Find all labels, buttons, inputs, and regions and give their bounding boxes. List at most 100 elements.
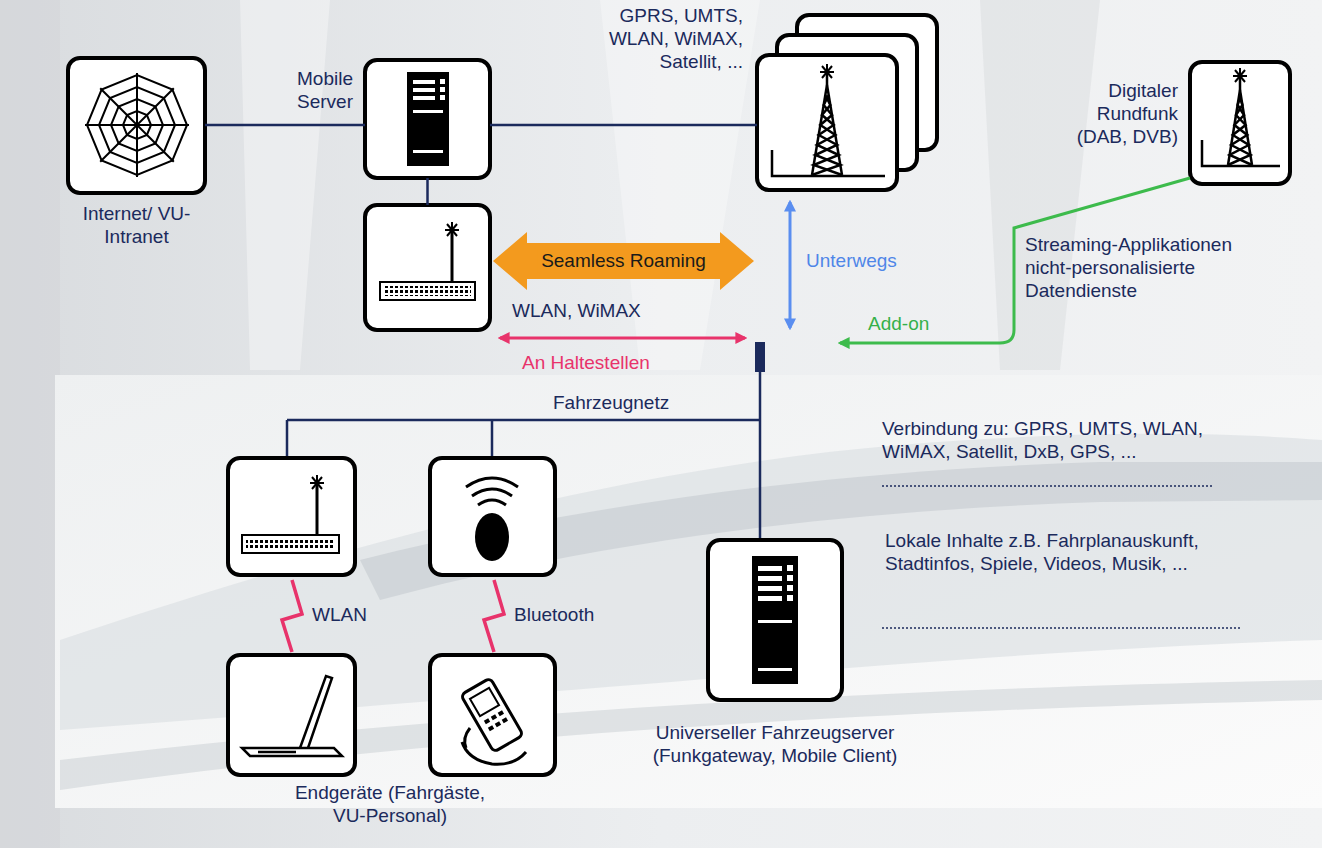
train-panel: [55, 375, 1322, 808]
vehicle-access-point-icon: [316, 475, 318, 490]
status-arrows: [755, 342, 765, 372]
access-point-box: WLAN, WiMAX: [365, 205, 490, 330]
access-point-icon: [380, 282, 475, 300]
link-line: [426, 178, 429, 205]
internet-icon: [123, 111, 151, 139]
vehicle-server-icon: [758, 586, 782, 591]
phone-icon: [462, 742, 526, 764]
server-icon: [440, 79, 445, 84]
phone-icon: [502, 717, 508, 723]
laptop-icon: [242, 748, 342, 756]
internet-icon: [68, 58, 205, 193]
annotation-label: Streaming-Applikationen nicht-personalis…: [1025, 234, 1265, 302]
annotation-label: Endgeräte (Fahrgäste, VU-Personal): [280, 782, 500, 828]
broadcast-tower-icon: [1233, 68, 1247, 83]
vehicle-access-point-icon: [310, 475, 324, 490]
vehicle-server-icon: [787, 595, 793, 601]
internet-icon: [85, 73, 189, 177]
bluetooth-module-icon: [475, 513, 509, 561]
phone-icon: [484, 718, 490, 724]
access-point-icon: [451, 230, 454, 282]
internet-icon: [87, 75, 187, 175]
vehicle-server-icon: [787, 575, 793, 581]
background: [240, 0, 330, 370]
wireless-zigzags: [282, 580, 504, 652]
phone-icon: [465, 728, 470, 748]
laptop-icon: [258, 751, 296, 754]
radio-tower-icon: [820, 64, 834, 79]
wireless-zigzags: [484, 580, 504, 652]
annotation-label: Lokale Inhalte z.B. Fahrplanauskunft, St…: [885, 530, 1260, 576]
access-point-icon: [445, 222, 459, 237]
bluetooth-module-icon: [478, 500, 506, 505]
phone-icon: [488, 725, 494, 731]
vehicle-server-icon: [758, 596, 782, 601]
radio-tower-box: GPRS, UMTS, WLAN, WiMAX, Satellit, ...: [757, 55, 897, 190]
vehicle-server-icon: [787, 585, 793, 591]
annotation-label: Add-on: [868, 313, 929, 336]
broadcast-tower-icon: [1239, 68, 1241, 83]
vehicle-server-icon: [758, 620, 792, 623]
server-icon: [413, 96, 435, 100]
vehicle-server-icon: [758, 576, 782, 581]
broadcast-box: Digitaler Rundfunk (DAB, DVB): [1190, 62, 1290, 184]
radio-tower-icon: [757, 15, 937, 190]
phone-icon: [470, 688, 499, 716]
phone-icon: [461, 678, 523, 752]
dotted-underlines: [882, 627, 1240, 629]
bluetooth-module-icon: [472, 489, 512, 496]
vehicle-server-icon: [758, 566, 782, 571]
access-point-icon: [451, 222, 453, 237]
server-icon: [413, 80, 435, 84]
dotted-underlines: [882, 485, 1212, 487]
node-label: GPRS, UMTS, WLAN, WiMAX, Satellit, ...: [598, 5, 743, 73]
node-label: Mobile Server: [271, 68, 353, 114]
annotation-label: WLAN: [312, 604, 367, 627]
background: [980, 0, 1100, 370]
annotation-label: Verbindung zu: GPRS, UMTS, WLAN, WiMAX, …: [882, 418, 1272, 464]
vehicle-server-icon: [708, 540, 842, 700]
status-arrows: [789, 202, 792, 328]
annotation-label: Fahrzeugnetz: [553, 392, 669, 415]
vehicle-network-wires: [286, 420, 289, 458]
internet-icon: [68, 58, 205, 193]
radio-tower-icon: [757, 55, 897, 190]
server-icon: [440, 87, 445, 92]
bluetooth-module-icon: [466, 478, 518, 487]
server-icon: [413, 110, 443, 113]
access-point-icon: [384, 286, 471, 296]
server-box: Mobile Server: [365, 60, 490, 178]
vehicle-access-point-icon: [246, 539, 335, 549]
vehicle-server-icon: [752, 556, 798, 684]
radio-tower-icon: [826, 64, 828, 79]
server-icon: [413, 88, 435, 92]
access-point-icon: [365, 205, 490, 330]
vehicle-server-icon: [787, 565, 793, 571]
edge-label: Seamless Roaming: [537, 250, 710, 273]
internet-box: Internet/ VU-Intranet: [68, 58, 205, 193]
broadcast-tower-icon: [1230, 95, 1252, 165]
vehicle-access-point-icon: [228, 458, 355, 575]
server-icon: [440, 95, 445, 100]
phone-icon: [461, 678, 523, 752]
vehicle-server-icon: [758, 668, 792, 671]
roaming-arrow: [493, 232, 754, 290]
laptop-icon: [228, 655, 355, 775]
vehicle-access-point-icon: [242, 535, 339, 553]
phone-icon: [498, 710, 504, 716]
link-line: [205, 124, 365, 127]
laptop-icon: [242, 676, 342, 756]
vehicle-network-wires: [491, 420, 494, 458]
server-icon: [365, 60, 490, 178]
status-arrows: [500, 337, 745, 340]
vehicle-network-wires: [287, 419, 760, 422]
internet-icon: [99, 87, 175, 163]
broadcast-tower-icon: [1202, 78, 1280, 166]
access-point-icon: [365, 205, 490, 330]
bluetooth-module-icon: [430, 458, 555, 575]
node-label: WLAN, WiMAX: [512, 300, 641, 323]
annotation-label: Unterwegs: [806, 250, 897, 273]
